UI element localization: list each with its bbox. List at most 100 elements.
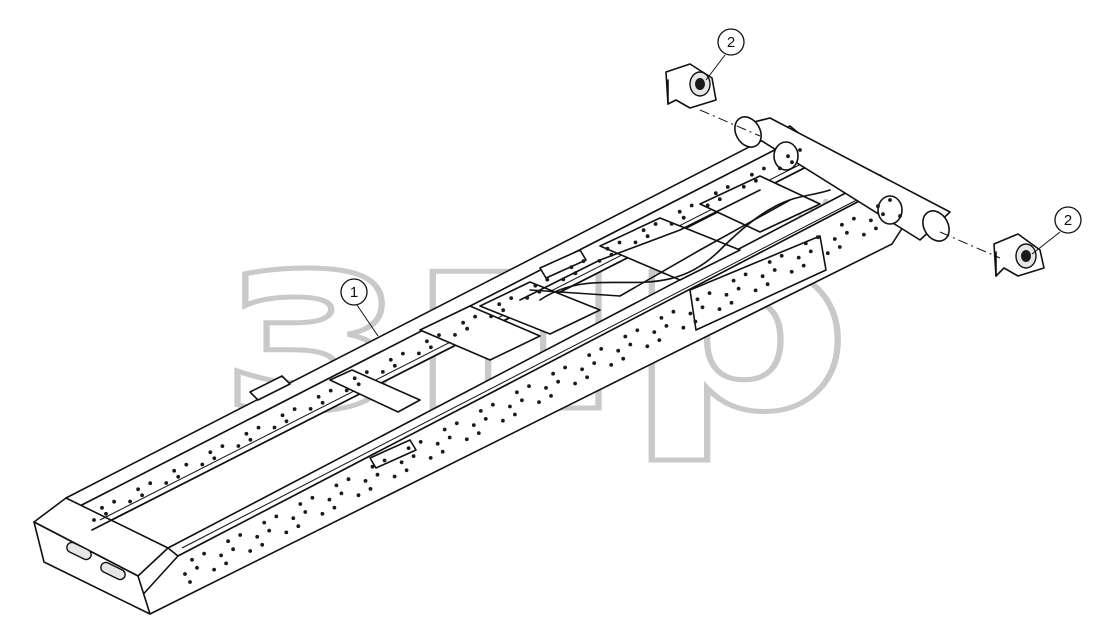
bolt-hole	[556, 379, 560, 384]
bolt-hole	[476, 431, 481, 435]
bolt-hole	[478, 409, 483, 413]
bolt-hole	[136, 487, 141, 492]
bolt-hole	[440, 449, 445, 454]
bolt-hole	[765, 282, 770, 287]
bolt-hole	[172, 468, 177, 473]
bolt-hole	[808, 249, 813, 254]
bolt-hole	[581, 259, 586, 263]
bolt-hole	[772, 268, 777, 272]
bolt-hole	[563, 365, 567, 370]
bolt-hole	[255, 534, 260, 539]
bolt-hole	[796, 255, 801, 260]
bolt-hole	[688, 311, 693, 316]
bolt-hole	[545, 277, 550, 282]
bolt-hole	[164, 481, 169, 485]
bolt-hole	[852, 216, 856, 221]
left-rail-rear-bore	[773, 141, 799, 171]
bolt-hole	[418, 440, 423, 444]
bolt-hole	[778, 166, 782, 171]
bolt-hole	[262, 520, 267, 525]
bolt-hole	[652, 330, 657, 334]
bolt-hole	[328, 388, 333, 393]
bolt-hole	[128, 499, 133, 504]
bolt-hole	[236, 444, 241, 448]
bolt-hole	[442, 427, 447, 432]
bolt-hole	[671, 309, 676, 314]
bolt-hole	[573, 381, 577, 386]
bolt-hole	[537, 289, 542, 294]
callout-2-top-leader	[705, 54, 726, 81]
bolt-hole	[208, 450, 213, 455]
bolt-hole	[533, 283, 538, 288]
bolt-hole	[501, 308, 506, 313]
bolt-hole	[641, 228, 646, 233]
bolt-hole	[724, 292, 729, 297]
bolt-hole	[267, 528, 272, 533]
bolt-hole	[635, 328, 640, 333]
bolt-hole	[298, 502, 303, 506]
bolt-hole	[750, 172, 754, 177]
bolt-hole	[256, 425, 261, 430]
x-brace-curve	[539, 189, 831, 301]
bolt-hole	[464, 437, 469, 442]
bolt-hole	[645, 344, 650, 349]
bolt-hole	[616, 348, 621, 353]
callout-1-circle	[340, 278, 368, 306]
bolt-hole	[617, 240, 622, 245]
bolt-hole	[790, 160, 794, 165]
bolt-hole	[320, 511, 325, 516]
bolt-hole	[537, 400, 541, 404]
bolt-hole	[316, 394, 321, 399]
bolt-hole	[501, 418, 505, 423]
bolt-hole	[869, 218, 873, 223]
bolt-hole	[364, 370, 369, 374]
bolt-hole	[693, 319, 698, 324]
bolt-hole	[753, 288, 758, 293]
callout-2-right: 2	[1031, 206, 1082, 255]
bolt-hole	[339, 491, 344, 496]
bolt-hole	[729, 300, 734, 305]
bolt-hole	[754, 178, 758, 183]
bolt-hole	[195, 565, 199, 570]
bolt-hole	[284, 530, 289, 535]
bolt-hole	[544, 386, 548, 390]
bolt-hole	[184, 462, 189, 467]
bushing-bracket-right	[993, 233, 1045, 277]
callout-2-top-circle	[717, 28, 745, 56]
bolt-hole	[689, 203, 694, 208]
bolt-hole	[803, 241, 808, 246]
bolt-hole	[573, 271, 578, 276]
bushing-bracket-top	[665, 63, 717, 109]
bolt-hole	[380, 370, 385, 374]
assembly-line-top	[699, 109, 761, 137]
bolt-hole	[489, 314, 493, 319]
callout-2-right-circle	[1054, 206, 1082, 234]
bolt-hole	[334, 483, 339, 488]
bolt-hole	[789, 269, 794, 274]
bolt-hole	[569, 265, 574, 270]
front-slot-right	[100, 561, 126, 581]
bolt-hole	[881, 212, 885, 217]
bolt-hole	[368, 487, 373, 491]
bolt-hole	[725, 185, 730, 189]
bolt-hole	[509, 296, 514, 300]
bolt-hole	[248, 549, 253, 553]
bolt-hole	[801, 263, 806, 268]
bolt-hole	[888, 198, 892, 202]
bolt-hole	[549, 394, 553, 398]
bolt-hole	[100, 505, 104, 510]
bolt-hole	[465, 326, 469, 331]
bolt-hole	[332, 505, 337, 510]
bolt-hole	[700, 305, 705, 310]
bushing-top-hole	[695, 78, 705, 90]
bolt-hole	[681, 215, 686, 220]
bolt-hole	[292, 407, 297, 411]
bolt-hole	[226, 539, 231, 544]
crossmember-5	[699, 175, 821, 233]
bolt-hole	[497, 302, 502, 307]
bolt-hole	[561, 277, 566, 282]
bolt-hole	[248, 437, 253, 442]
rear-tube-end-left	[734, 116, 762, 148]
bolt-hole	[825, 251, 830, 256]
bolt-hole	[356, 382, 361, 387]
